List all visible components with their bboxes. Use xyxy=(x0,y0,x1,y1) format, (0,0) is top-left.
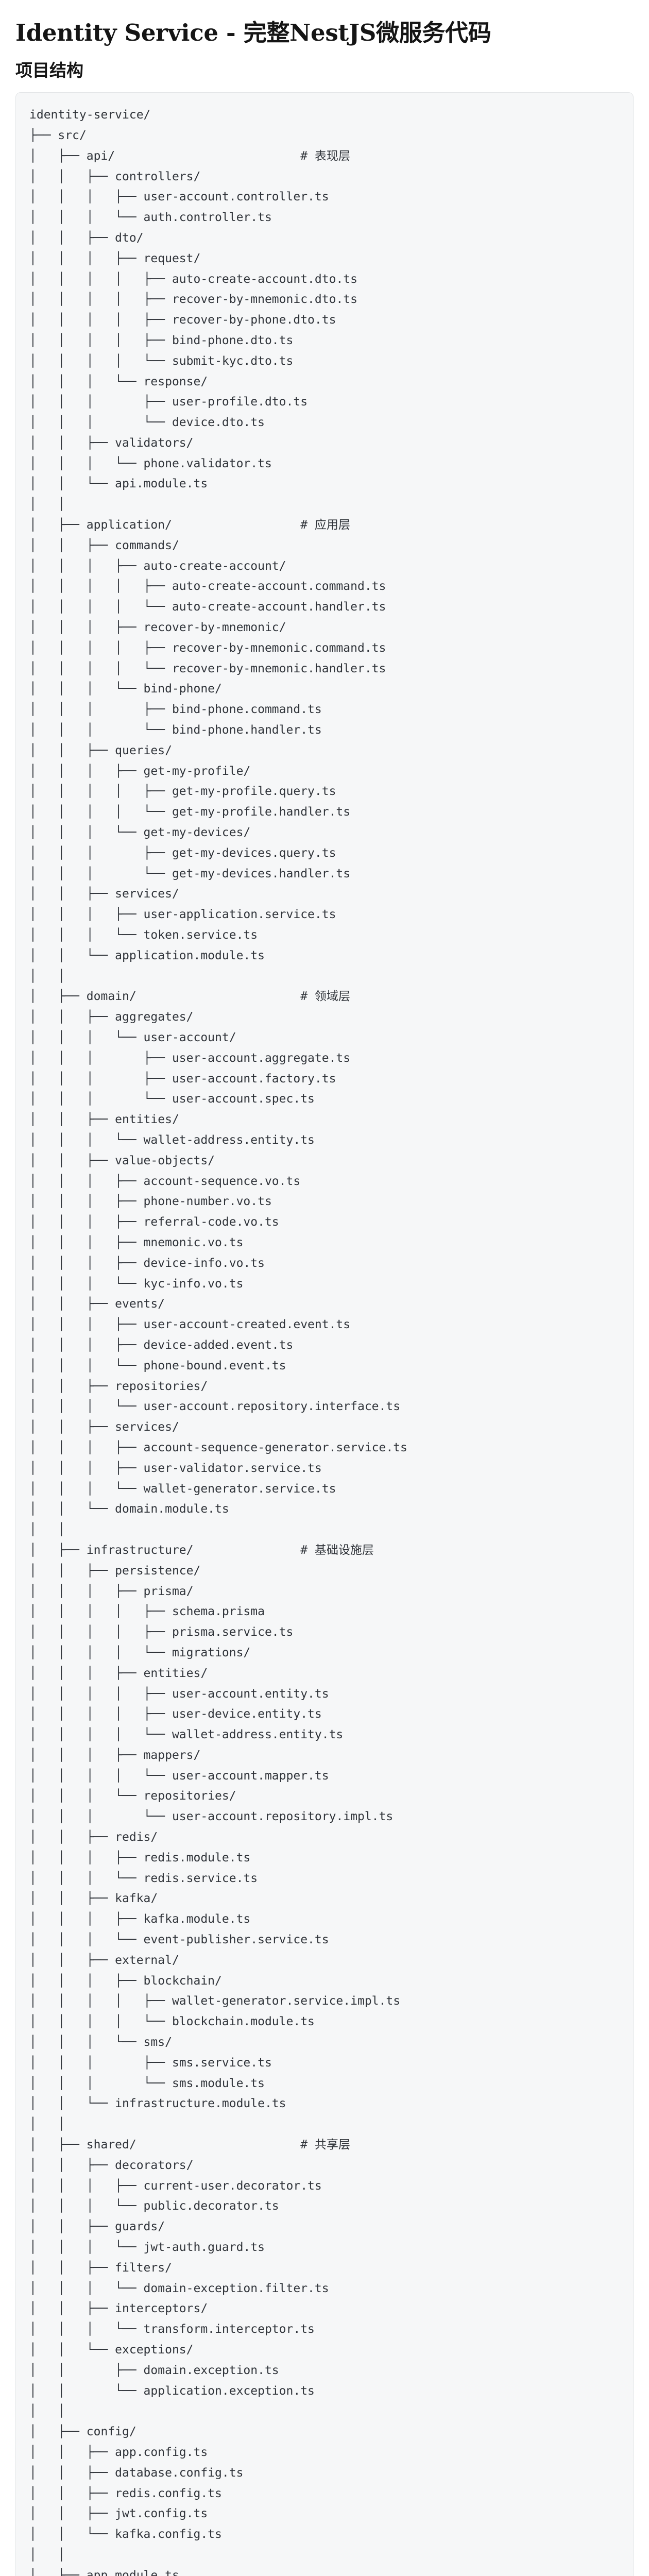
section-heading-project-structure: 项目结构 xyxy=(15,60,83,81)
file-tree-text: identity-service/ ├── src/ │ ├── api/ # … xyxy=(29,108,407,2576)
page-title: Identity Service - 完整NestJS微服务代码 xyxy=(15,19,491,46)
project-structure-code-block: identity-service/ ├── src/ │ ├── api/ # … xyxy=(15,92,634,2576)
